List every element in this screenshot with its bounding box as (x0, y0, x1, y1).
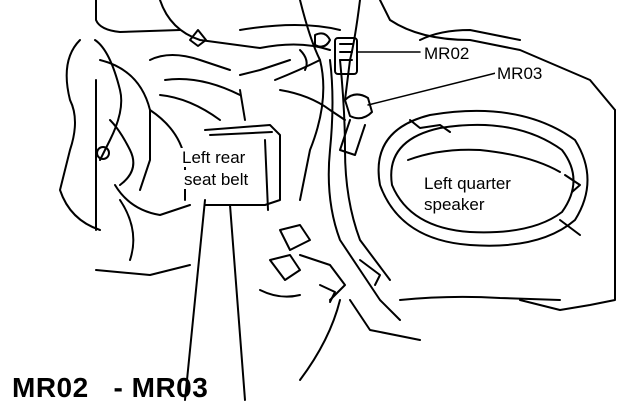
label-mr02: MR02 (422, 44, 472, 63)
label-left-rear-seat-belt-line2: seat belt (182, 170, 251, 189)
lower-bracket (259, 224, 561, 381)
seat-belt-assembly (184, 89, 281, 401)
left-quarter-speaker (377, 109, 589, 247)
connector-caption: MR02 - MR03 (12, 372, 209, 403)
label-mr03: MR03 (495, 64, 545, 83)
label-left-rear-seat-belt-line1: Left rear (180, 148, 248, 167)
mr03-connector (339, 71, 501, 156)
label-left-quarter-speaker-line2: speaker (422, 195, 487, 214)
body-panel-outline (59, 0, 616, 311)
left-structure (94, 29, 241, 261)
label-left-quarter-speaker-line1: Left quarter (422, 174, 513, 193)
mr02-connector (334, 37, 421, 75)
